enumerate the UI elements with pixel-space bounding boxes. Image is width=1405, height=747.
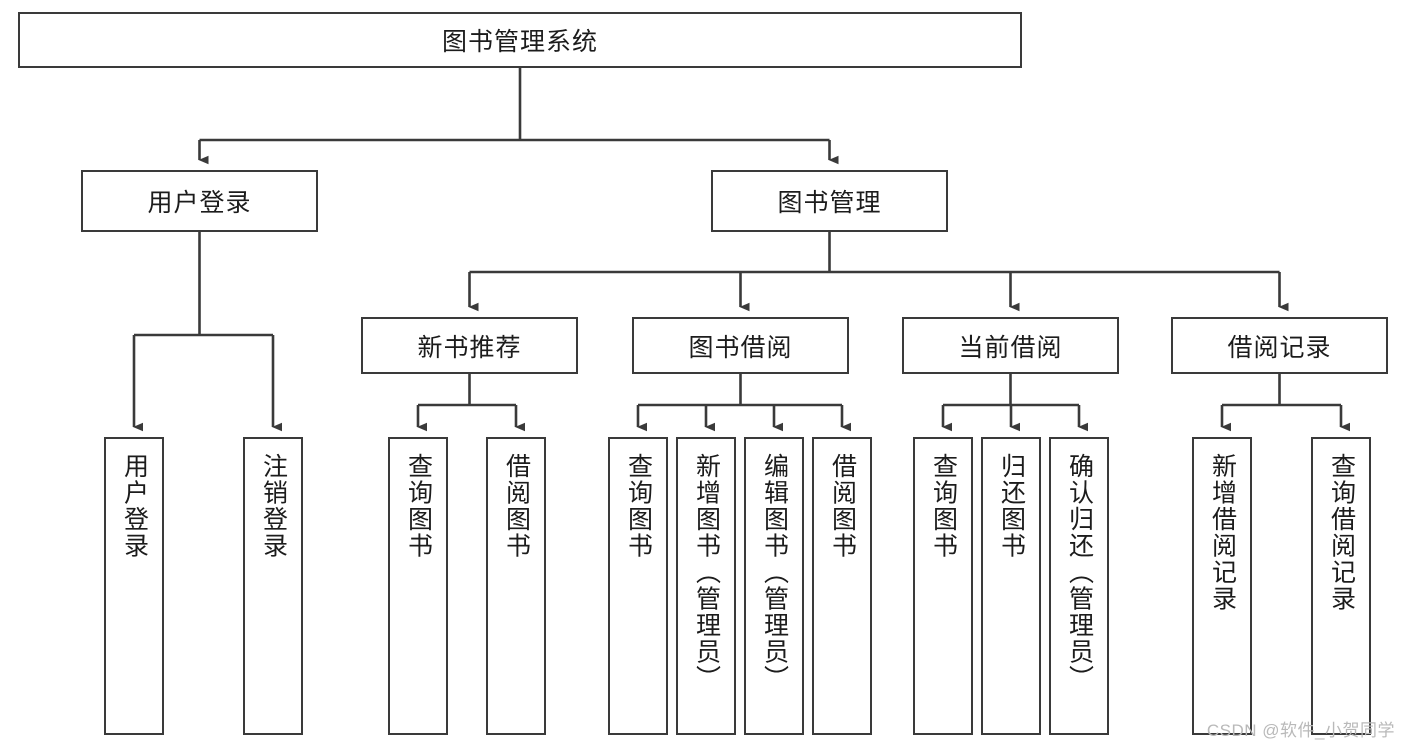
node-leaf-cu-return[interactable]: 归还图书: [981, 437, 1041, 735]
node-bookmgr[interactable]: 图书管理: [711, 170, 948, 232]
node-newbook[interactable]: 新书推荐: [361, 317, 578, 374]
node-label: 查询借阅记录: [1327, 453, 1356, 612]
csdn-watermark: CSDN @软件_小贺同学: [1206, 721, 1395, 740]
node-label: 借阅图书: [502, 453, 531, 559]
node-leaf-rc-add[interactable]: 新增借阅记录: [1192, 437, 1252, 735]
node-leaf-rc-query[interactable]: 查询借阅记录: [1311, 437, 1371, 735]
node-label: 查询图书: [624, 453, 653, 559]
node-leaf-bo-add[interactable]: 新增图书（管理员）: [676, 437, 736, 735]
node-label: 查询图书: [929, 453, 958, 559]
node-label: 当前借阅: [958, 333, 1063, 362]
node-label: 图书借阅: [688, 333, 793, 362]
node-leaf-nb-borrow[interactable]: 借阅图书: [486, 437, 546, 735]
node-leaf-cu-confirm[interactable]: 确认归还（管理员）: [1049, 437, 1109, 735]
node-label: 图书管理: [777, 189, 882, 217]
node-label: 图书管理系统: [441, 28, 598, 56]
node-leaf-bo-edit[interactable]: 编辑图书（管理员）: [744, 437, 804, 735]
node-label: 新增图书（管理员）: [692, 453, 721, 692]
node-leaf-cu-query[interactable]: 查询图书: [913, 437, 973, 735]
node-root[interactable]: 图书管理系统: [18, 12, 1022, 68]
node-borrow[interactable]: 图书借阅: [632, 317, 849, 374]
node-label: 新书推荐: [417, 333, 522, 362]
node-label: 注销登录: [259, 453, 288, 559]
node-leaf-user-logout[interactable]: 注销登录: [243, 437, 303, 735]
node-leaf-nb-query[interactable]: 查询图书: [388, 437, 448, 735]
node-label: 用户登录: [120, 453, 149, 559]
node-label: 用户登录: [147, 189, 252, 217]
node-leaf-bo-query[interactable]: 查询图书: [608, 437, 668, 735]
node-label: 归还图书: [997, 453, 1026, 559]
node-label: 新增借阅记录: [1208, 453, 1237, 612]
node-label: 查询图书: [404, 453, 433, 559]
node-current[interactable]: 当前借阅: [902, 317, 1119, 374]
node-label: 借阅图书: [828, 453, 857, 559]
node-records[interactable]: 借阅记录: [1171, 317, 1388, 374]
node-leaf-bo-borrow[interactable]: 借阅图书: [812, 437, 872, 735]
node-label: 编辑图书（管理员）: [760, 453, 789, 692]
node-login[interactable]: 用户登录: [81, 170, 318, 232]
node-leaf-user-login[interactable]: 用户登录: [104, 437, 164, 735]
node-label: 确认归还（管理员）: [1065, 453, 1094, 692]
node-label: 借阅记录: [1227, 333, 1332, 362]
